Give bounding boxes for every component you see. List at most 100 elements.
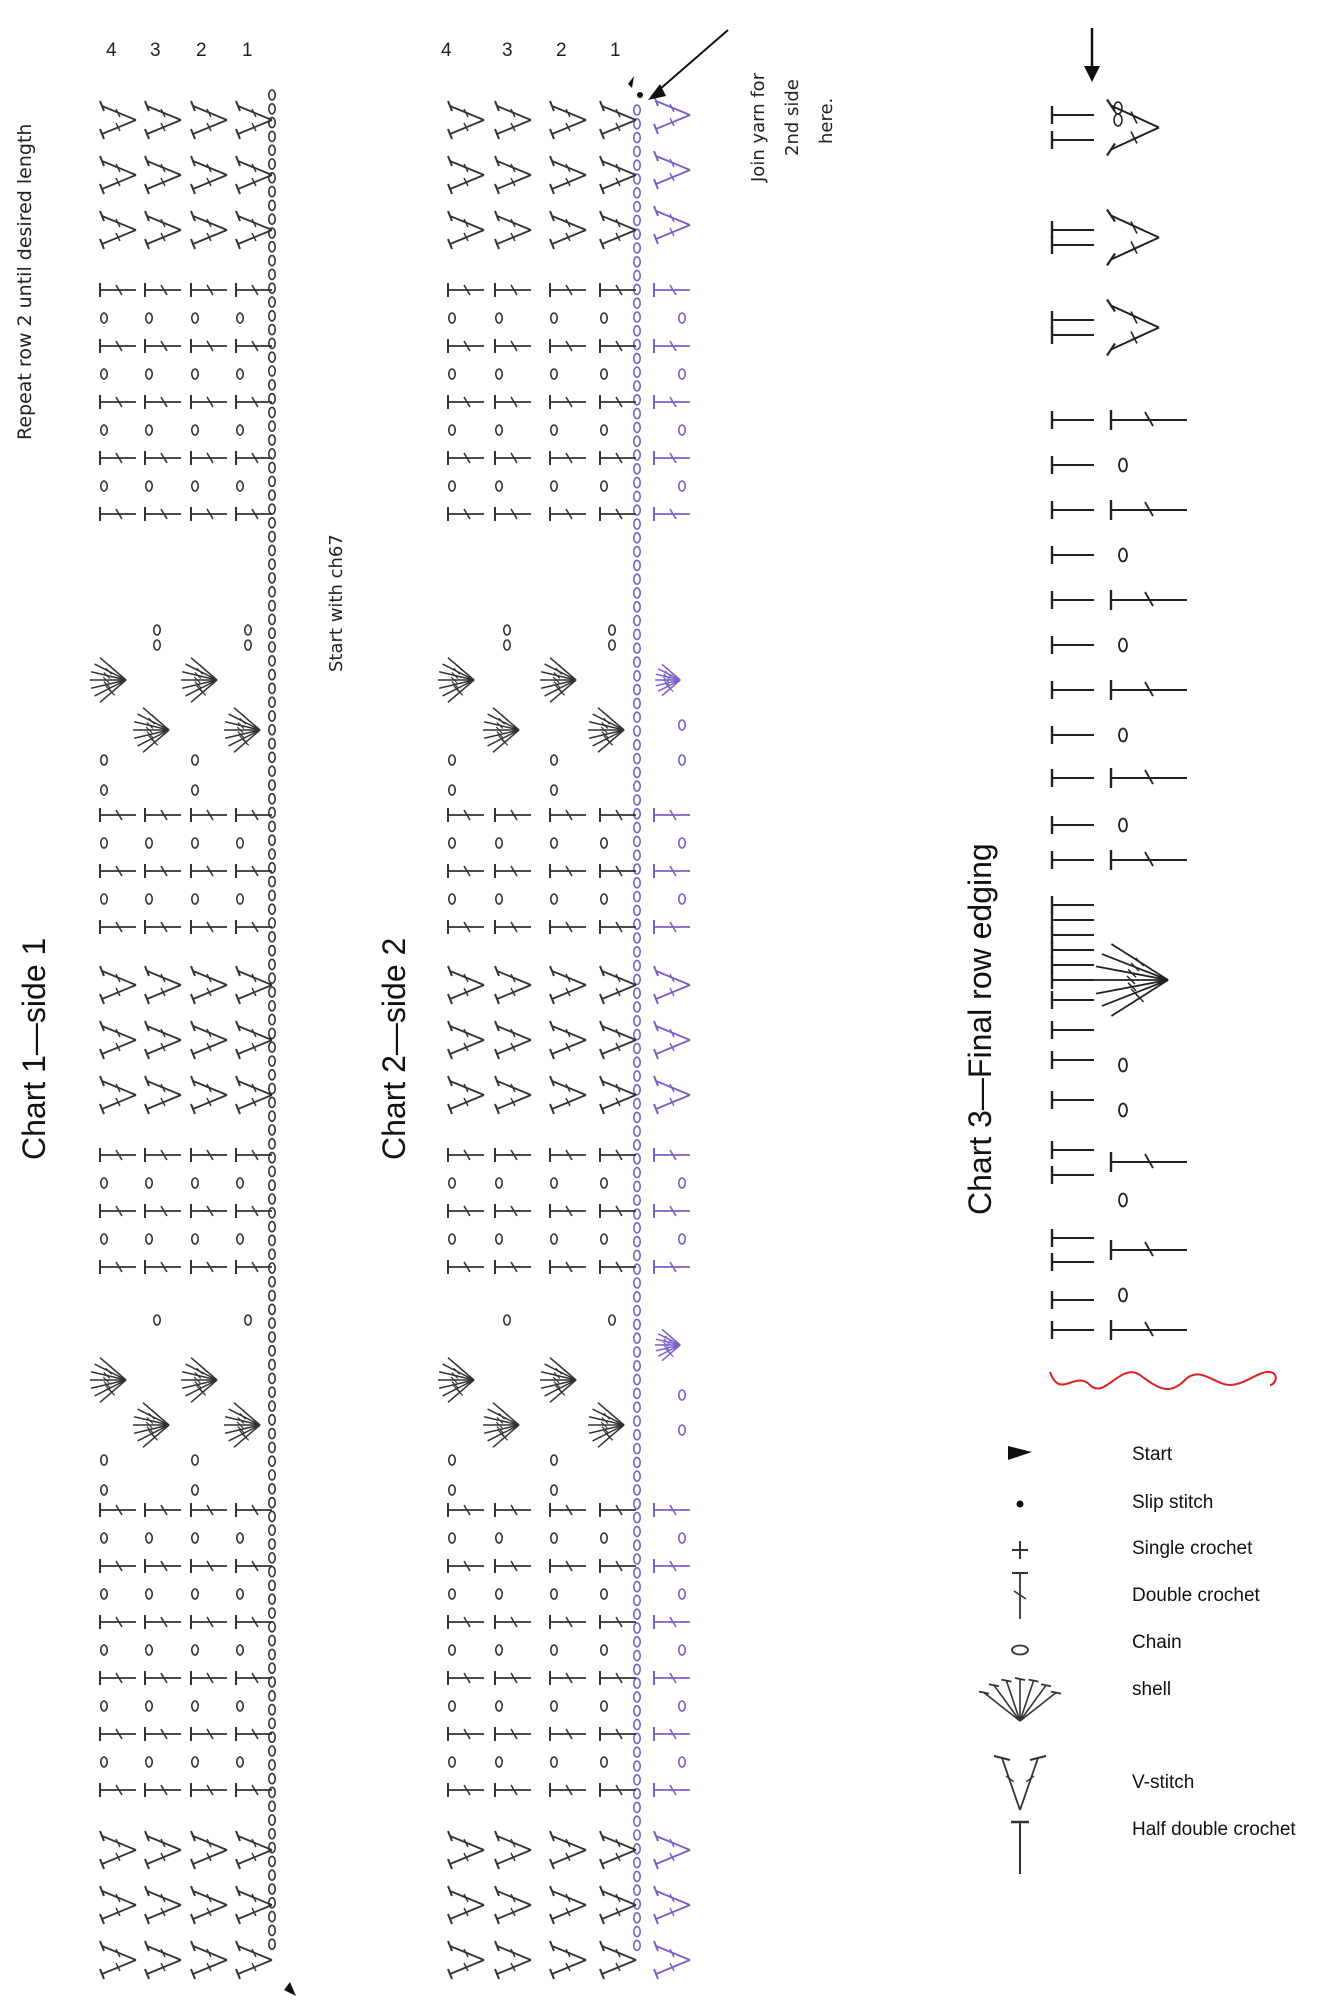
chart3-chain [1118,727,1128,743]
chart2-chain [599,893,609,905]
chart2-foundation-chain [632,725,642,737]
chart2-foundation-chain [632,407,642,420]
chart1-chain [190,837,200,849]
chart2-foundation-chain [632,1801,642,1814]
chart1-chain [152,639,162,651]
chart2-foundation-chain [632,766,642,779]
chart2-edge-chain [677,1756,687,1768]
chart2-chain [494,1588,504,1600]
chart3-v-stitch [1106,98,1160,157]
chart2-foundation-chain [632,683,642,696]
foundation-chain [267,1096,277,1109]
chart1-double-crochet [144,1671,181,1685]
chart2-double-crochet [494,1559,531,1573]
chart2-foundation-chain [632,642,642,655]
chart2-v-stitch [494,965,532,1005]
chart1-chain [190,1484,200,1496]
chart1-v-stitch [99,1020,137,1060]
chart1-double-crochet [99,451,136,465]
chart2-foundation-chain [632,131,642,144]
chart1-v-stitch [99,155,137,195]
chart2-edge-double-crochet [653,864,690,878]
chart2-col-3: 3 [502,40,513,61]
legend-chain-icon [1011,1644,1029,1656]
chart2-double-crochet [494,1783,531,1797]
chart1-double-crochet [235,1559,272,1573]
chart2-double-crochet [447,1671,484,1685]
chart2-v-stitch [549,155,587,195]
chart2-foundation-chain [632,1567,642,1579]
chart2-foundation-chain [632,311,642,323]
chart1-start-note: Start with ch67 [326,534,347,672]
chart2-edge-v-stitch [653,205,691,245]
foundation-chain [267,1496,277,1509]
chart2-foundation-chain [632,462,642,475]
chart2-foundation-chain [632,1884,642,1896]
chart2-col-1: 1 [610,40,621,61]
chart1-v-stitch [190,1885,228,1925]
chart1-v-stitch [144,965,182,1005]
foundation-chain [267,572,277,584]
chart2-double-crochet [549,1783,586,1797]
chart2-chain [599,1233,609,1245]
chart2-chain [549,754,559,766]
chart1-double-crochet [235,1260,272,1274]
chart2-foundation-chain [632,421,642,434]
chart2-edge-double-crochet [653,451,690,465]
chart3-double-crochet [1109,410,1187,430]
chart2-foundation-chain [632,794,642,806]
chart2-edge-chain [677,754,687,766]
chart2-foundation-chain [632,1235,642,1248]
foundation-chain [267,1055,277,1067]
chart2-edge-double-crochet [653,808,690,822]
chart2-chain [599,837,609,849]
chart3-double-crochet [1109,1240,1187,1260]
chart1-chain [99,754,109,766]
chart2-edge-chain [677,837,687,849]
foundation-chain [267,323,277,336]
chart2-col-4: 4 [441,40,452,61]
foundation-chain [267,1607,277,1619]
foundation-chain [267,627,277,640]
chart3-half-double-crochet [1050,1091,1094,1109]
chart2-v-stitch [549,1940,587,1980]
chart1-double-crochet [190,1503,227,1517]
chart2-v-stitch [549,1020,587,1060]
chart1-chain [190,1532,200,1544]
chart1-chain [235,1532,245,1544]
chart2-v-stitch [447,1885,485,1925]
chart2-shell [540,657,577,703]
chart2-chain [607,624,617,636]
chart2-chain [599,480,609,492]
foundation-chain [267,461,277,474]
foundation-chain [267,158,277,170]
foundation-chain [267,392,277,405]
chart2-chain [447,1454,457,1466]
chart2-foundation-chain [632,1139,642,1151]
chart2-double-crochet [447,864,484,878]
chart2-edge-shell [655,663,681,697]
chart1-double-crochet [235,1671,272,1685]
chart2-v-stitch [549,1075,587,1115]
chart3-double-crochet [1109,768,1187,788]
chart1-v-stitch [144,100,182,140]
chart2-foundation-chain [632,1153,642,1165]
chart2-chain [447,480,457,492]
chart1-col-3: 3 [150,40,161,61]
foundation-chain [267,599,277,612]
chart2-foundation-chain [632,104,642,116]
chart1-chain [99,1532,109,1544]
foundation-chain [267,1262,277,1274]
chart2-foundation-chain [632,945,642,958]
chart2-double-crochet [447,920,484,934]
foundation-chain [267,1427,277,1440]
foundation-chain [267,710,277,722]
chart1-start-marker [284,1982,296,1996]
chart2-foundation-chain [632,1070,642,1082]
foundation-chain [267,1703,277,1716]
chart2-foundation-chain [632,669,642,682]
chart2-foundation-chain [632,1346,642,1358]
chart2-foundation-chain [632,393,642,406]
chart3-half-double-crochet [1050,106,1094,124]
chart2-chain [502,624,512,636]
